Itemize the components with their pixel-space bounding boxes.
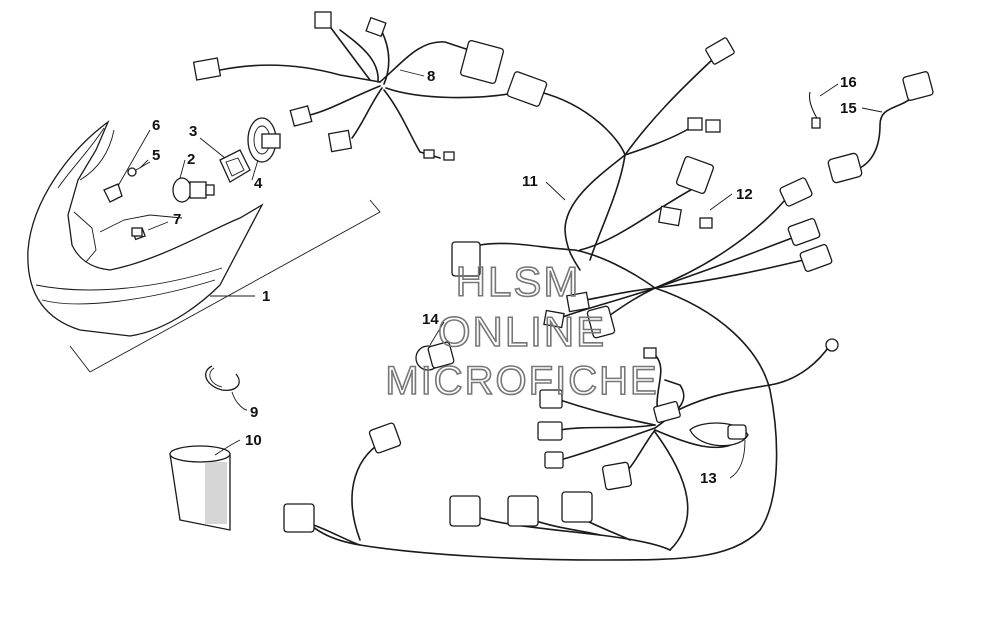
connectors — [192, 11, 934, 533]
main-harness — [219, 19, 916, 561]
leader-lines — [117, 69, 883, 479]
callout-7: 7 — [173, 211, 181, 228]
ring — [205, 365, 240, 391]
bulb — [172, 177, 215, 203]
callout-16: 16 — [840, 74, 857, 91]
watermark-line-1: HLSM — [456, 258, 581, 305]
watermark-line-3: MICROFICHE — [385, 359, 658, 403]
screw — [127, 161, 151, 177]
callout-labels: 1 2 3 4 5 6 7 8 9 10 11 12 13 14 15 16 — [152, 68, 857, 487]
callout-11: 11 — [522, 173, 538, 190]
callout-9: 9 — [250, 404, 258, 421]
watermark-line-2: ONLINE — [438, 308, 606, 355]
small-clip — [131, 227, 143, 237]
bracket — [103, 183, 123, 203]
callout-2: 2 — [187, 151, 195, 168]
boot-cap — [247, 117, 281, 163]
sleeve — [169, 445, 231, 531]
watermark: HLSM ONLINE MICROFICHE — [385, 257, 658, 404]
callout-12: 12 — [736, 186, 753, 203]
callout-4: 4 — [254, 175, 263, 192]
callout-5: 5 — [152, 147, 160, 164]
headlight-assembly — [27, 120, 264, 337]
retaining-clip — [219, 149, 251, 183]
callout-8: 8 — [427, 68, 435, 85]
callout-14: 14 — [422, 311, 439, 328]
callout-10: 10 — [245, 432, 262, 449]
callout-6: 6 — [152, 117, 160, 134]
callout-15: 15 — [840, 100, 857, 117]
callout-13: 13 — [700, 470, 717, 487]
callout-1: 1 — [262, 288, 270, 305]
assembly-bracket-line — [89, 199, 381, 373]
callout-3: 3 — [189, 123, 197, 140]
